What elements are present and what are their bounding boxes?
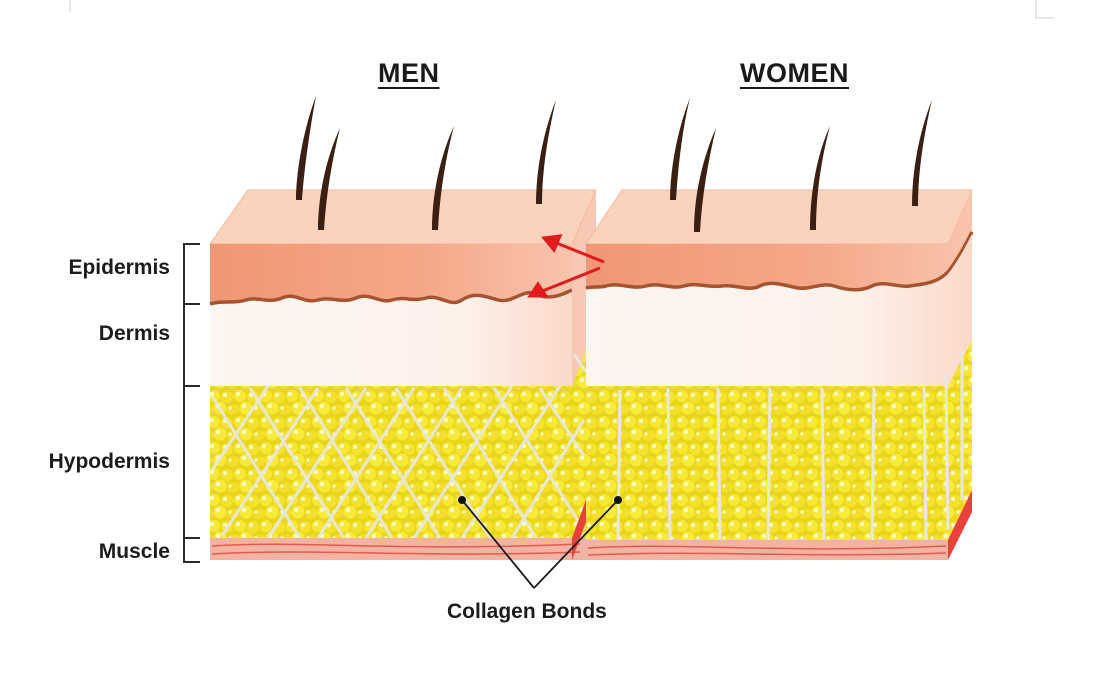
men-muscle-fibers [211, 543, 581, 555]
red-arrow-icon [527, 234, 605, 298]
bracket-icon [183, 243, 200, 563]
label-dermis: Dermis [98, 322, 170, 345]
men-epidermis [210, 244, 572, 304]
men-hypodermis [210, 386, 586, 538]
hair-strand-icon [296, 96, 316, 200]
bracket-epidermis [183, 243, 200, 305]
men-hair [296, 96, 556, 230]
women-muscle-fibers [587, 545, 947, 556]
hair-strand-icon [670, 98, 690, 200]
collagen-dot-men [458, 496, 466, 504]
bracket-muscle [183, 537, 200, 563]
collagen-pointer-lines [461, 499, 619, 589]
men-collagen-crosshatch [210, 353, 588, 539]
women-muscle-side [948, 490, 972, 560]
women-epidermis-edge [585, 231, 974, 292]
hair-strand-icon [536, 100, 556, 204]
label-hypodermis: Hypodermis [48, 450, 170, 473]
men-skin-block [209, 96, 597, 560]
label-epidermis: Epidermis [68, 256, 170, 279]
title-men: MEN [378, 58, 440, 88]
women-muscle [586, 540, 948, 560]
hair-strand-icon [810, 126, 830, 230]
title-women: WOMEN [740, 58, 849, 88]
hair-strand-icon [432, 126, 454, 230]
label-muscle: Muscle [98, 540, 170, 563]
hair-strand-icon [912, 100, 932, 206]
men-dermis [210, 292, 572, 386]
women-hair [670, 98, 932, 232]
bracket-dermis [183, 304, 200, 387]
hair-strand-icon [318, 128, 340, 230]
corner-mark-right [1035, 0, 1054, 19]
men-epidermis-edge [209, 288, 573, 306]
collagen-bonds-caption: Collagen Bonds [447, 600, 607, 623]
women-epidermis [586, 190, 972, 290]
women-collagen-septae [616, 352, 964, 541]
women-skin-block [585, 98, 974, 560]
men-hypodermis-side [572, 350, 586, 538]
women-hypodermis-side [948, 340, 972, 540]
bracket-hypodermis [183, 386, 200, 539]
hair-strand-icon [694, 128, 716, 232]
men-muscle [210, 538, 586, 560]
women-dermis [586, 234, 972, 386]
collagen-dot-women [614, 496, 622, 504]
